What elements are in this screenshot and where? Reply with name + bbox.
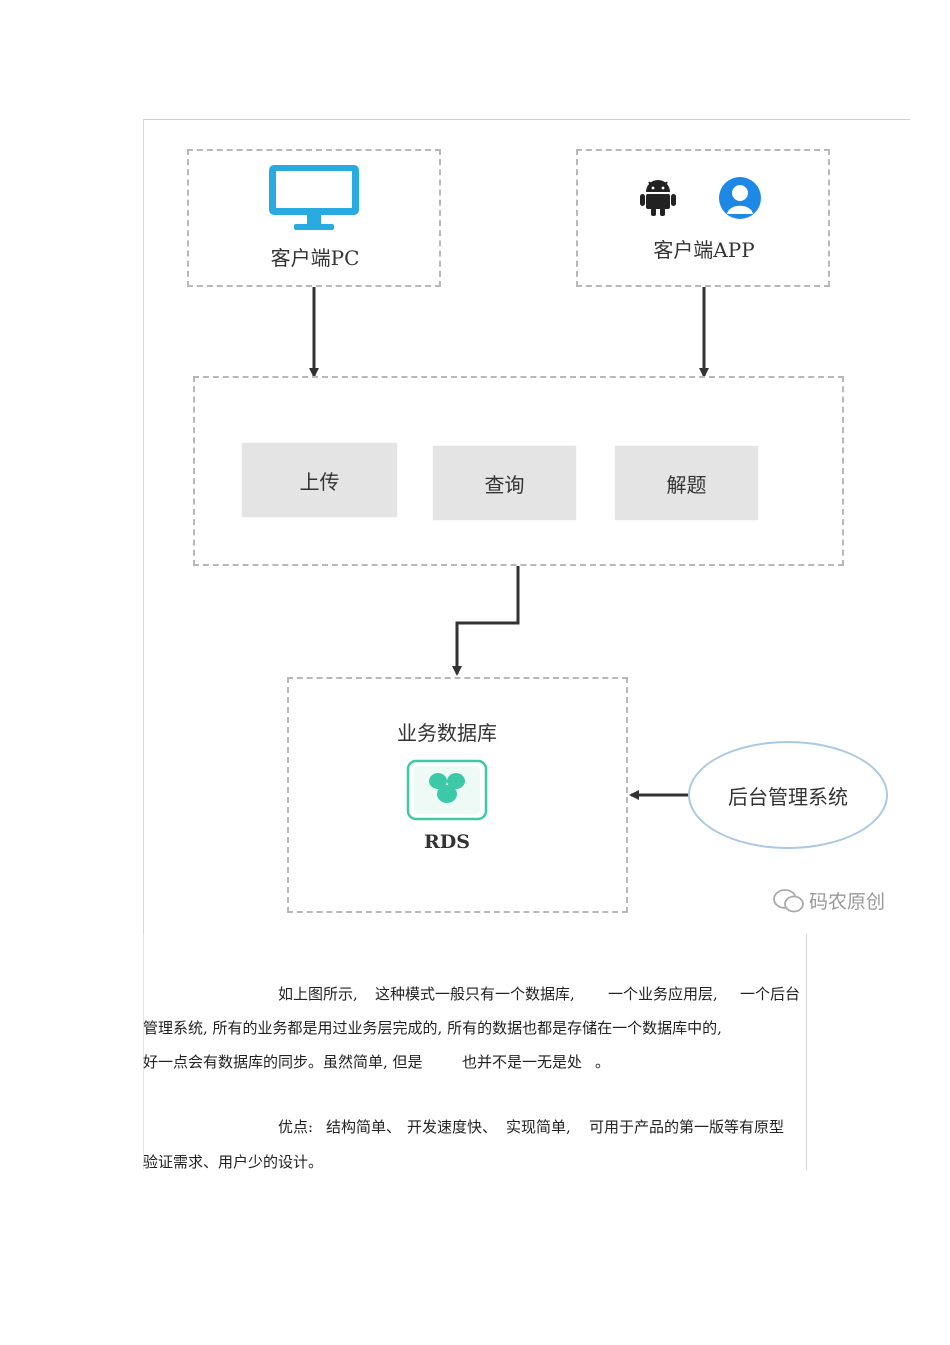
frame-border-left xyxy=(143,934,144,1170)
client-app-box xyxy=(576,149,830,287)
solve-button: 解题 xyxy=(615,446,758,520)
admin-system-label: 后台管理系统 xyxy=(728,784,848,809)
paragraph-1-line-3c: 。 xyxy=(595,1053,611,1071)
client-app-label: 客户端APP xyxy=(653,238,755,262)
frame-border-right xyxy=(806,934,807,1170)
paragraph-2-line-1a: 优点: xyxy=(278,1118,314,1136)
apple-user-icon xyxy=(717,176,763,224)
monitor-icon xyxy=(266,162,362,238)
rds-database-icon xyxy=(406,759,488,825)
database-title: 业务数据库 xyxy=(397,721,497,745)
paragraph-1-line-3b: 也并不是一无是处 xyxy=(462,1053,583,1071)
paragraph-1-line-3a: 好一点会有数据库的同步。虽然简单, 但是 xyxy=(143,1053,423,1071)
watermark-text: 码农原创 xyxy=(809,891,886,913)
query-button: 查询 xyxy=(433,446,576,520)
database-box xyxy=(287,677,628,913)
paragraph-2-line-1c: 开发速度快、 xyxy=(407,1118,498,1136)
paragraph-2-line-1d: 实现简单, xyxy=(506,1118,571,1136)
paragraph-2-line-1b: 结构简单、 xyxy=(326,1118,402,1136)
client-pc-box xyxy=(187,149,441,287)
paragraph-2-line-1e: 可用于产品的第一版等有原型 xyxy=(589,1118,785,1136)
wechat-icon xyxy=(773,888,805,918)
paragraph-1-line-2: 管理系统, 所有的业务都是用过业务层完成的, 所有的数据也都是存储在一个数据库中… xyxy=(143,1019,722,1037)
paragraph-1-line-1a: 如上图所示, xyxy=(278,985,358,1003)
client-pc-label: 客户端PC xyxy=(270,246,360,270)
android-icon xyxy=(640,178,676,220)
paragraph-1-line-1c: 一个业务应用层, xyxy=(608,985,718,1003)
paragraph-1-line-1b: 这种模式一般只有一个数据库, xyxy=(375,985,575,1003)
database-name: RDS xyxy=(424,831,470,853)
upload-button: 上传 xyxy=(242,443,397,517)
arrow-service-to-db xyxy=(452,566,520,676)
paragraph-2-line-2: 验证需求、用户少的设计。 xyxy=(143,1153,324,1171)
admin-system-node: 后台管理系统 xyxy=(688,741,888,849)
paragraph-1-line-1d: 一个后台 xyxy=(740,985,801,1003)
figure-frame xyxy=(143,119,910,935)
service-layer-box xyxy=(193,376,844,566)
